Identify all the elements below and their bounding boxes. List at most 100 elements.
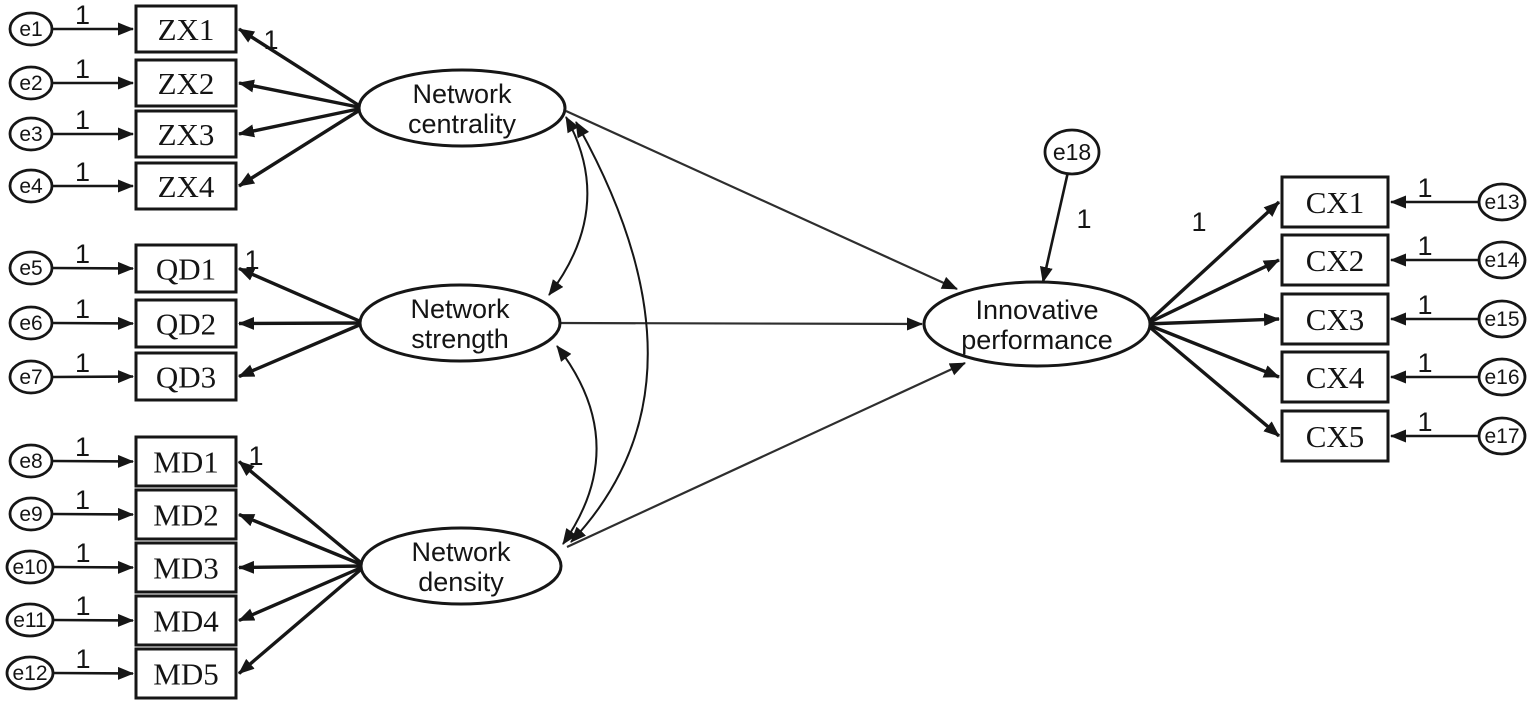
indicator-CX4: CX4: [1280, 350, 1390, 404]
error-term-e7: e7: [8, 359, 54, 395]
error-term-e5: e5: [8, 250, 54, 286]
error-term-e1: e1: [8, 11, 54, 47]
edge-network_strength-QD2: [238, 316, 365, 330]
edge-weight-label: 1: [263, 25, 278, 55]
error-circle: [5, 549, 55, 585]
indicator-box: [134, 541, 238, 594]
edge-network_centrality-innovative_performance: [565, 109, 958, 291]
indicator-MD5: MD5: [134, 647, 238, 700]
error-term-e4: e4: [8, 168, 54, 204]
latent-ellipse: [359, 526, 563, 606]
edge-e10-MD3: [52, 560, 134, 574]
error-term-e15: e15: [1477, 299, 1527, 339]
indicator-MD4: MD4: [134, 594, 238, 647]
indicator-box: [1280, 409, 1390, 463]
edge-weight-label: 1: [75, 105, 90, 135]
indicator-label: QD2: [156, 307, 216, 342]
edge-weight-label: 1: [1417, 231, 1432, 261]
error-label: e1: [19, 18, 42, 41]
edge-weight-label: 1: [75, 644, 90, 674]
edge-weight-label: 1: [1417, 173, 1432, 203]
indicator-box: [134, 298, 238, 349]
edge-e11-MD4: [52, 613, 134, 627]
error-term-e3: e3: [8, 116, 54, 152]
edge-e8-MD1: [51, 454, 134, 468]
error-circle: [8, 116, 54, 152]
edge-e18-innovative_performance: [1039, 173, 1069, 283]
indicator-box: [134, 594, 238, 647]
error-circle: [1477, 357, 1527, 397]
edge-network_strength-QD3: [238, 321, 365, 379]
indicator-CX5: CX5: [1280, 409, 1390, 463]
error-circle: [1477, 240, 1527, 280]
indicator-label: CX1: [1306, 185, 1365, 220]
indicator-MD3: MD3: [134, 541, 238, 594]
error-label: e8: [19, 450, 42, 473]
error-term-e12: e12: [5, 655, 55, 691]
edge-network_density-MD4: [238, 564, 366, 623]
error-circle: [8, 250, 54, 286]
error-label: e9: [19, 503, 42, 526]
edge-weight-label: 1: [1417, 348, 1432, 378]
edge-weight-label: 1: [75, 157, 90, 187]
edge-network_density-MD1: [237, 460, 367, 568]
error-circle: [8, 305, 54, 341]
error-circle: [8, 65, 54, 101]
indicator-label: MD5: [153, 657, 218, 692]
indicator-label: CX5: [1306, 419, 1365, 454]
indicator-box: [134, 351, 238, 402]
indicator-label: ZX1: [158, 12, 215, 47]
indicator-QD1: QD1: [134, 243, 238, 294]
error-term-e2: e2: [8, 65, 54, 101]
error-term-e8: e8: [8, 443, 54, 479]
edge-weight-label: 1: [75, 0, 90, 30]
indicator-box: [1280, 233, 1390, 287]
error-label: e18: [1053, 139, 1091, 165]
edge-network_centrality-ZX1: [238, 27, 364, 110]
indicator-CX1: CX1: [1280, 175, 1390, 229]
indicator-box: [134, 488, 238, 541]
edge-weight-label: 1: [75, 485, 90, 515]
indicator-label: MD2: [153, 498, 218, 533]
indicator-label: CX4: [1306, 360, 1365, 395]
error-circle: [5, 602, 55, 638]
edge-network_centrality-ZX4: [238, 106, 364, 188]
error-circle: [1477, 182, 1527, 222]
indicator-label: ZX3: [158, 117, 215, 152]
latent-ellipse: [922, 280, 1152, 368]
indicator-label: ZX2: [158, 66, 215, 101]
indicator-ZX3: ZX3: [134, 109, 238, 159]
edge-innovative_performance-CX3: [1145, 313, 1280, 327]
latent-ellipse: [358, 283, 562, 363]
edge-innovative_performance-CX5: [1144, 322, 1281, 438]
edge-weight-label: 1: [75, 538, 90, 568]
edge-e6-QD2: [51, 316, 134, 330]
indicator-ZX2: ZX2: [134, 58, 238, 108]
indicator-QD2: QD2: [134, 298, 238, 349]
error-term-e11: e11: [5, 602, 55, 638]
indicator-label: CX2: [1306, 243, 1365, 278]
edge-weight-label: 1: [244, 245, 259, 275]
error-circle: [8, 168, 54, 204]
indicator-label: CX3: [1306, 302, 1365, 337]
edge-weight-label: 1: [75, 432, 90, 462]
error-term-e6: e6: [8, 305, 54, 341]
indicator-box: [134, 435, 238, 488]
error-label: e17: [1484, 425, 1519, 448]
edge-network_density-innovative_performance: [566, 362, 966, 548]
edges-layer: [51, 22, 1479, 680]
error-label: e13: [1484, 191, 1519, 214]
error-term-e9: e9: [8, 496, 54, 532]
indicator-label: MD4: [153, 604, 219, 639]
indicator-ZX4: ZX4: [134, 161, 238, 211]
edge-weight-label: 1: [75, 591, 90, 621]
indicator-box: [134, 243, 238, 294]
error-circle: [8, 11, 54, 47]
indicator-box: [1280, 292, 1390, 346]
indicator-box: [1280, 175, 1390, 229]
edge-network_centrality-ZX3: [238, 106, 364, 138]
